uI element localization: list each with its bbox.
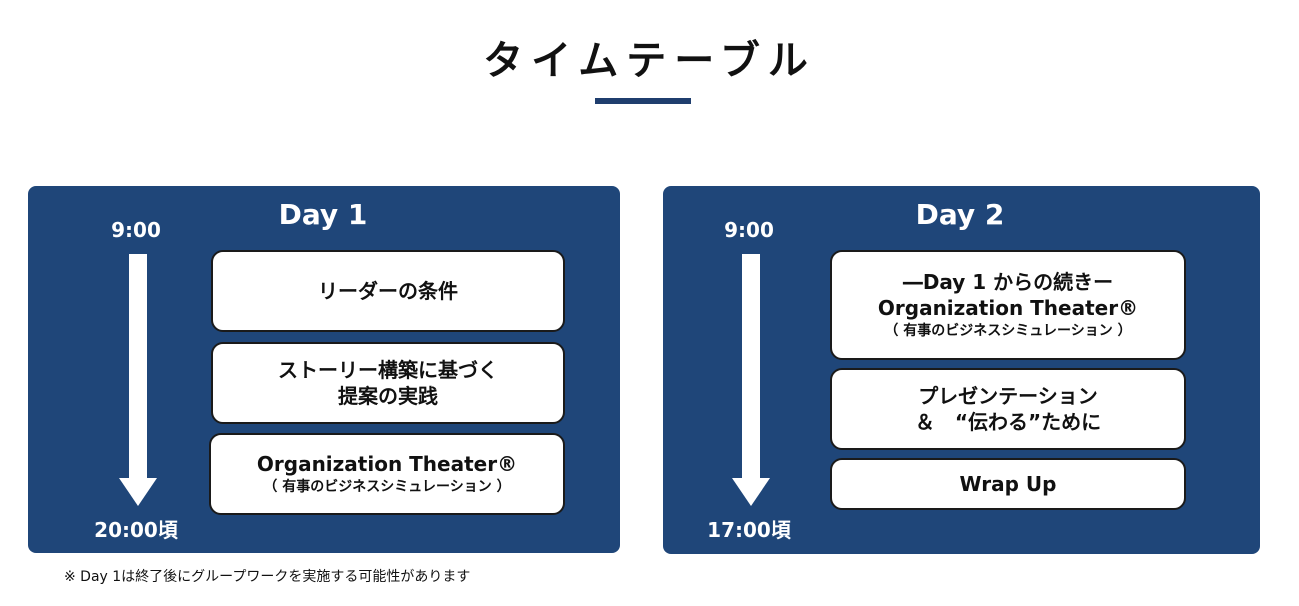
item-title: リーダーの条件 xyxy=(318,279,458,303)
day2-item-continuation: ―Day 1 からの続きー Organization Theater® （ 有事… xyxy=(830,250,1186,360)
item-title: Wrap Up xyxy=(959,472,1057,496)
day2-item-presentation: プレゼンテーション ＆ “伝わる”ために xyxy=(830,368,1186,450)
day2-panel: Day 2 9:00 17:00頃 ―Day 1 からの続きー Organiza… xyxy=(663,186,1260,554)
day1-end-time: 20:00頃 xyxy=(94,518,178,542)
footnote: ※ Day 1は終了後にグループワークを実施する可能性があります xyxy=(64,569,471,585)
day1-item-leader: リーダーの条件 xyxy=(211,250,565,332)
item-title: ストーリー構築に基づく xyxy=(278,358,498,382)
item-title: ―Day 1 からの続きー xyxy=(902,270,1114,294)
page-title: タイムテーブル xyxy=(483,38,816,84)
day2-arrow-head-icon xyxy=(732,478,770,506)
day2-label: Day 2 xyxy=(915,198,1005,231)
day1-label: Day 1 xyxy=(278,198,368,231)
day2-item-wrapup: Wrap Up xyxy=(830,458,1186,510)
item-title: Organization Theater® xyxy=(256,452,518,476)
item-title-line2: 提案の実践 xyxy=(338,384,438,408)
item-subtitle: （ 有事のビジネスシミュレーション ） xyxy=(884,323,1132,339)
item-title: プレゼンテーション xyxy=(918,384,1098,408)
day2-end-time: 17:00頃 xyxy=(707,518,791,542)
day1-start-time: 9:00 xyxy=(111,218,161,242)
day2-arrow-shaft xyxy=(742,254,760,480)
day1-panel: Day 1 9:00 20:00頃 リーダーの条件 ストーリー構築に基づく 提案… xyxy=(28,186,620,553)
day1-arrow-head-icon xyxy=(119,478,157,506)
item-title-line2: ＆ “伝わる”ために xyxy=(914,410,1102,434)
title-underline xyxy=(595,98,691,104)
day1-item-story: ストーリー構築に基づく 提案の実践 xyxy=(211,342,565,424)
item-title-line2: Organization Theater® xyxy=(877,296,1139,320)
day1-arrow-shaft xyxy=(129,254,147,480)
day1-item-theater: Organization Theater® （ 有事のビジネスシミュレーション … xyxy=(209,433,565,515)
item-subtitle: （ 有事のビジネスシミュレーション ） xyxy=(263,479,511,495)
day2-start-time: 9:00 xyxy=(724,218,774,242)
